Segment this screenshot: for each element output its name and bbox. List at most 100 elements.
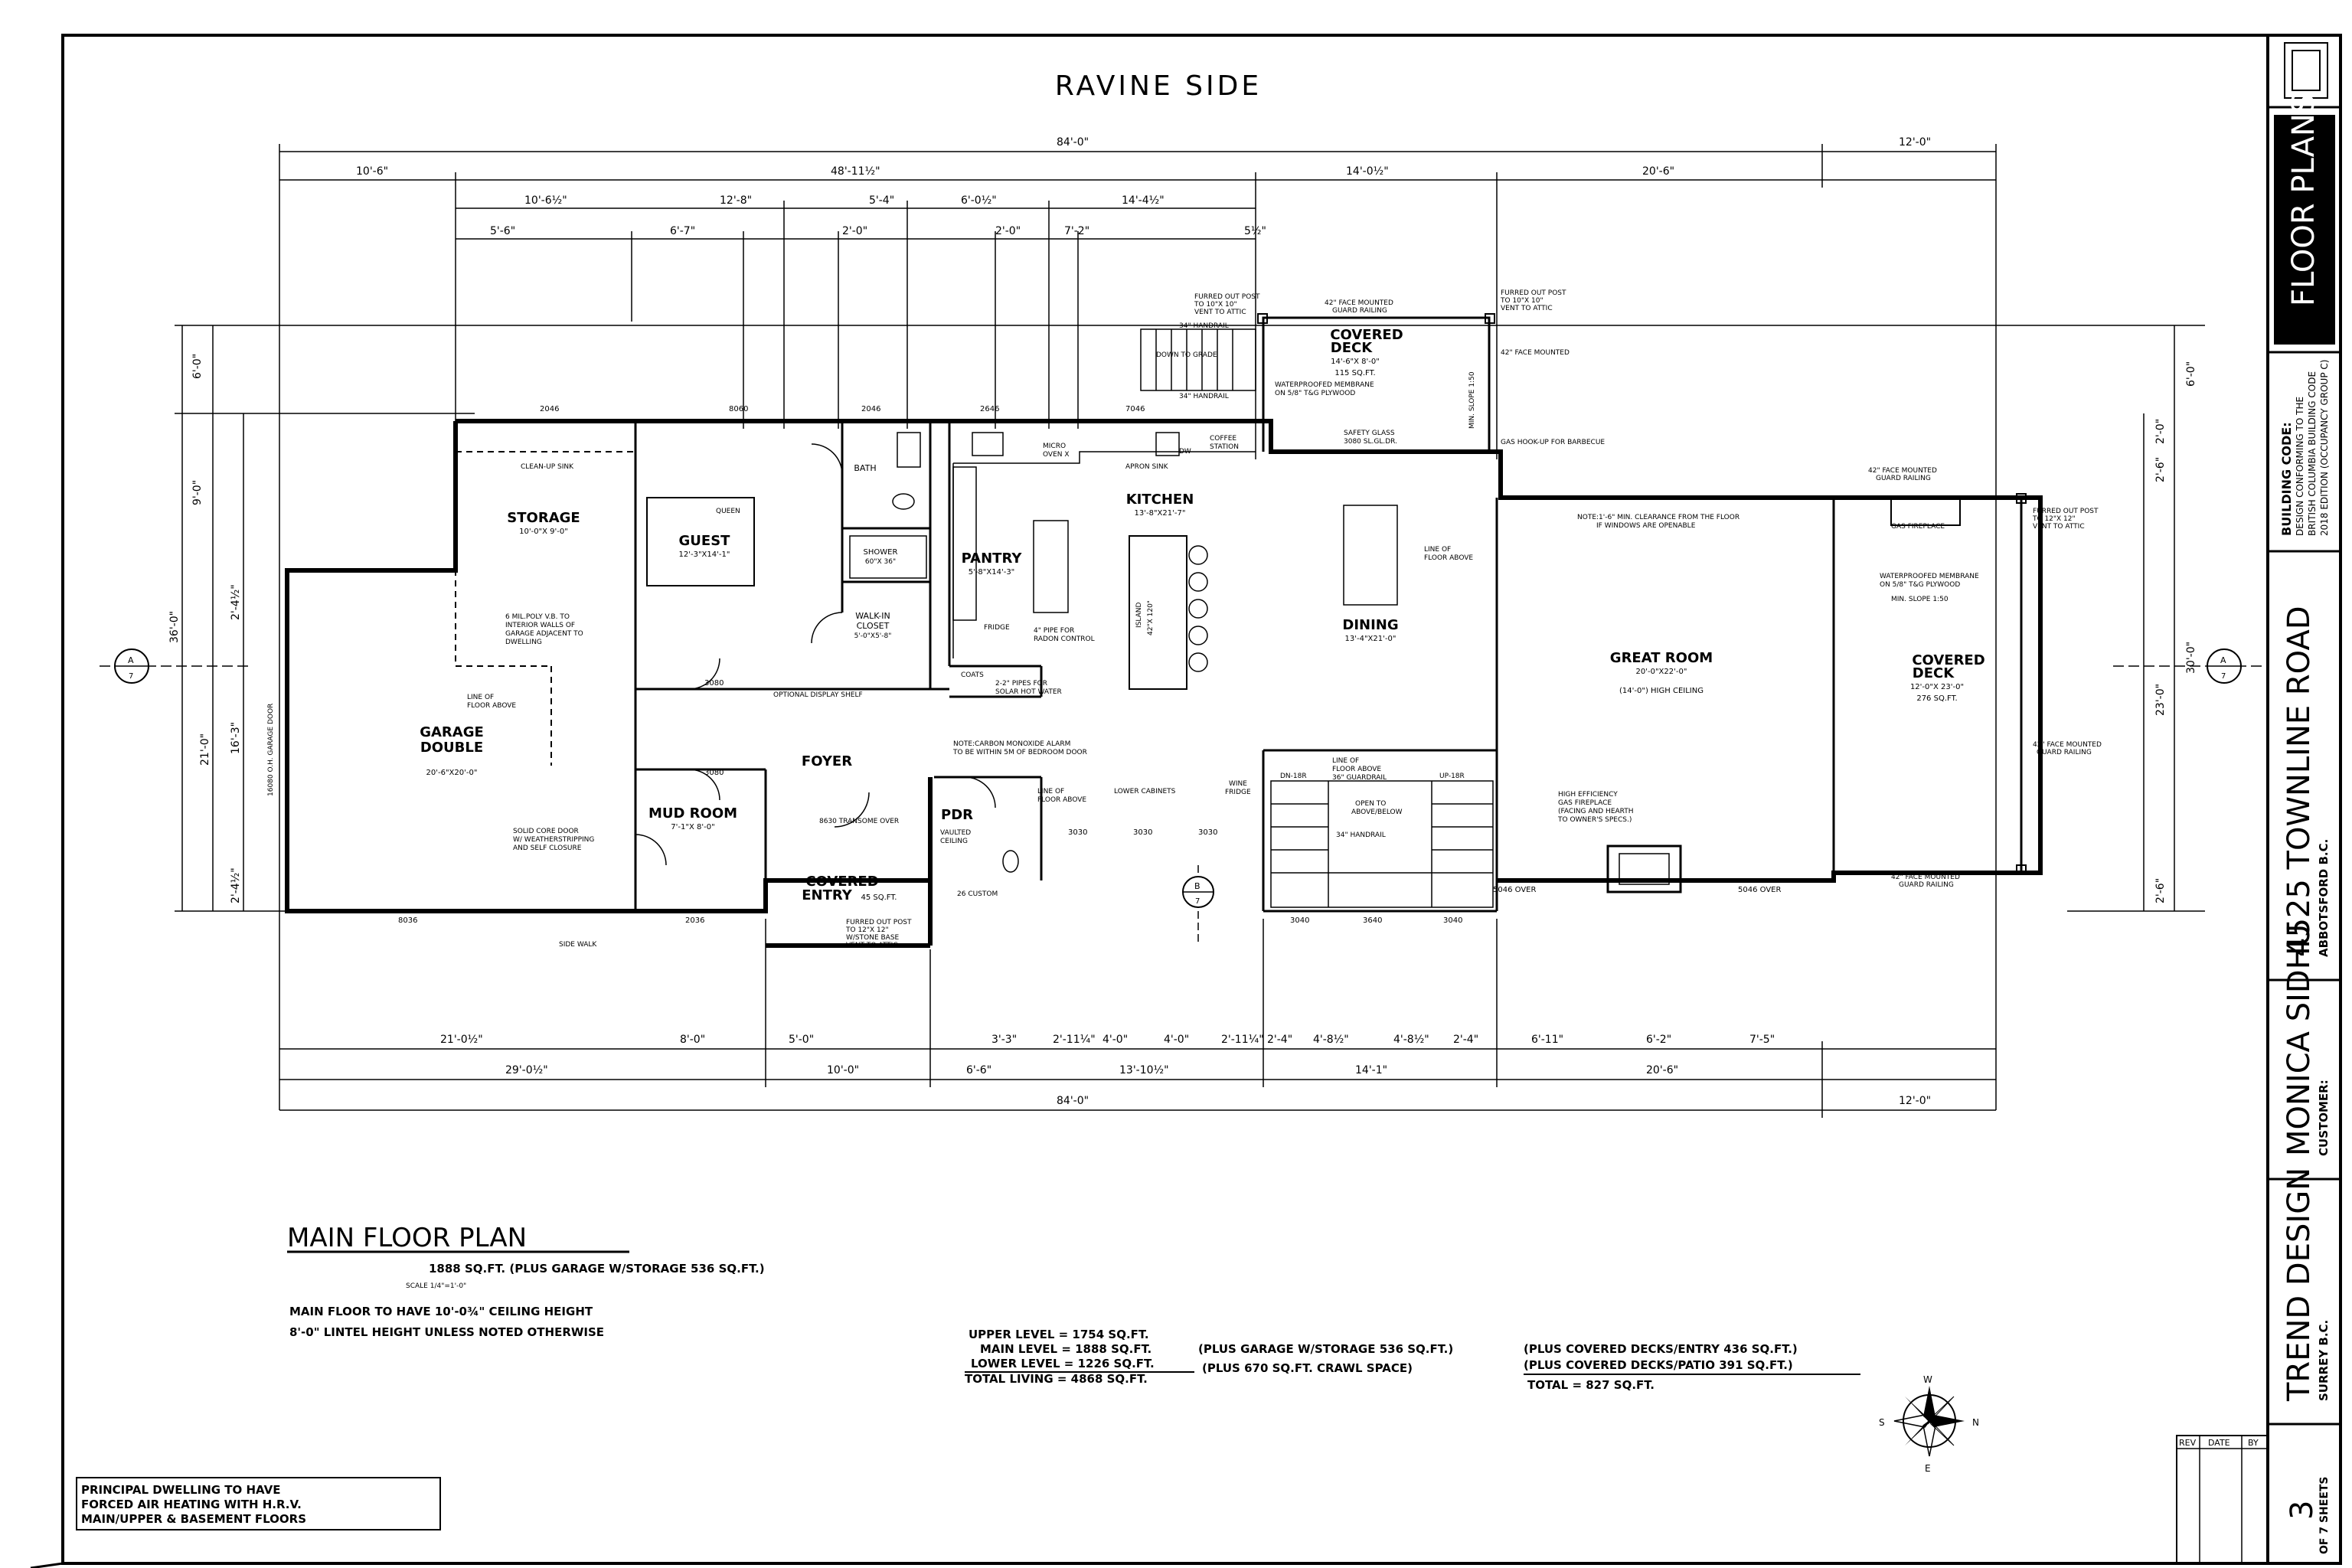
ceiling-note: MAIN FLOOR TO HAVE 10'-0¾" CEILING HEIGH… xyxy=(289,1305,593,1318)
room-dim: 12'-0"X 23'-0" xyxy=(1910,683,1964,691)
note: RADON CONTROL xyxy=(1034,635,1095,643)
dim: 10'-6" xyxy=(356,165,388,178)
note: W/STONE BASE xyxy=(846,934,900,942)
pdr-toilet xyxy=(1002,850,1019,873)
note: DN-18R xyxy=(1280,773,1307,780)
room-ceiling: (14'-0") HIGH CEILING xyxy=(1619,687,1704,695)
window-callouts: 2046 8060 2046 2646 7046 3080 3080 3030 … xyxy=(398,405,1781,925)
top-dimensions xyxy=(279,144,1997,1110)
note: NOTE:CARBON MONOXIDE ALARM xyxy=(953,740,1070,748)
room-kitchen: KITCHEN xyxy=(1126,492,1194,508)
note: LOWER CABINETS xyxy=(1114,788,1176,795)
room-entry: COVERED xyxy=(805,874,878,890)
dim: 9'-0" xyxy=(191,480,204,505)
storage-partition xyxy=(455,451,635,766)
note: GUARD RAILING xyxy=(1899,881,1954,889)
note: VENT TO ATTIC xyxy=(2033,523,2085,531)
note: SOLID CORE DOOR xyxy=(513,828,579,835)
room-deck-top-2: DECK xyxy=(1331,340,1373,356)
covered-deck-right xyxy=(1834,493,2027,875)
dim: 4'-8½" xyxy=(1393,1034,1429,1046)
note: 4" PIPE FOR xyxy=(1034,627,1074,635)
plan-scale: SCALE 1/4"=1'-0" xyxy=(406,1282,466,1290)
note: 8630 TRANSOME OVER xyxy=(819,818,899,825)
note: VAULTED xyxy=(940,829,971,837)
building-code-text: DESIGN CONFORMING TO THE xyxy=(2295,397,2305,536)
dim: 12'-8" xyxy=(720,194,752,207)
rev-header: REV xyxy=(2179,1438,2197,1448)
dim: 2'-6" xyxy=(2154,878,2167,903)
note: 34" HANDRAIL xyxy=(1336,831,1386,839)
note: OPEN TO xyxy=(1355,800,1386,808)
dim: 84'-0" xyxy=(1057,136,1089,149)
dim: 5'-4" xyxy=(869,194,894,207)
note: WINE xyxy=(1229,780,1247,788)
compass-w: W xyxy=(1923,1374,1932,1385)
window-tag: 8060 xyxy=(729,405,748,413)
dim: 12'-0" xyxy=(1899,136,1931,149)
dim: 21'-0½" xyxy=(440,1034,483,1046)
note: FLOOR ABOVE xyxy=(1037,796,1086,804)
fireplace xyxy=(1606,844,1682,893)
customer-name: MONICA SIDHU xyxy=(2282,924,2317,1156)
dim: 84'-0" xyxy=(1057,1095,1089,1107)
dim: 6'-0" xyxy=(2185,361,2197,387)
dim: 14'-0½" xyxy=(1346,165,1389,178)
room-dim: 5'-8"X14'-3" xyxy=(969,568,1015,577)
bar-stools xyxy=(1188,545,1208,672)
section-marker-right: A 7 xyxy=(2113,648,2266,684)
note: MIN. SLOPE 1:50 xyxy=(1468,371,1476,429)
room-area: 276 SQ.FT. xyxy=(1916,694,1957,703)
room-dim: 10'-0"X 9'-0" xyxy=(519,528,568,536)
note: NOTE:1'-6" MIN. CLEARANCE FROM THE FLOOR xyxy=(1577,514,1740,521)
firm-name: TREND DESIGN xyxy=(2282,1168,2317,1402)
dim: 3'-3" xyxy=(991,1034,1017,1046)
room-walkin: WALK-IN xyxy=(855,611,890,621)
window-tag: 2046 xyxy=(861,405,880,413)
note: TO 12"X 12" xyxy=(845,926,889,934)
covered-deck-top xyxy=(1257,313,1495,452)
room-dim: 20'-6"X20'-0" xyxy=(426,769,478,777)
note: APRON SINK xyxy=(1125,463,1169,471)
dim: 5'-6" xyxy=(490,225,515,237)
window-tag: 5046 OVER xyxy=(1738,886,1781,894)
decks-entry-area: (PLUS COVERED DECKS/ENTRY 436 SQ.FT.) xyxy=(1524,1342,1798,1356)
dim: 2'-4½" xyxy=(230,584,242,620)
line-of-floor-above xyxy=(1343,505,1398,606)
note: 36" GUARDRAIL xyxy=(1332,774,1387,782)
room-pdr: PDR xyxy=(941,807,973,823)
note: HIGH EFFICIENCY xyxy=(1558,791,1618,799)
lintel-note: 8'-0" LINTEL HEIGHT UNLESS NOTED OTHERWI… xyxy=(289,1325,604,1339)
room-dim: 60"X 36" xyxy=(865,558,896,566)
note: DOWN TO GRADE xyxy=(1156,351,1217,359)
section-sheet: 7 xyxy=(1195,897,1200,906)
building-code-label: BUILDING CODE: xyxy=(2279,422,2294,536)
note: FLOOR ABOVE xyxy=(1424,554,1473,562)
compass-e: E xyxy=(1925,1463,1931,1474)
note: DWELLING xyxy=(505,639,542,646)
title-block: FLOOR PLANS BUILDING CODE: DESIGN CONFOR… xyxy=(2266,35,2341,1563)
vanity xyxy=(897,432,921,468)
sheet-count: OF 7 SHEETS xyxy=(2318,1476,2331,1554)
dim: 5'-0" xyxy=(789,1034,814,1046)
room-dining: DINING xyxy=(1342,617,1398,633)
top-dimension-text: 84'-0" 12'-0" 10'-6" 48'-11½" 14'-0½" 20… xyxy=(356,136,1931,237)
note: TO 10"X 10" xyxy=(1194,301,1237,309)
note: OVEN X xyxy=(1043,451,1070,459)
room-dim: 7'-1"X 8'-0" xyxy=(671,823,714,831)
room-dim: 12'-3"X14'-1" xyxy=(679,550,730,559)
window-tag: 3040 xyxy=(1290,916,1309,925)
dim: 6'-7" xyxy=(670,225,695,237)
north-arrow: N E S W xyxy=(1879,1374,1979,1474)
note: 42" FACE MOUNTED xyxy=(1501,349,1570,357)
room-shower: SHOWER xyxy=(864,548,898,557)
lower-area: LOWER LEVEL = 1226 SQ.FT. xyxy=(971,1357,1155,1370)
note: LINE OF xyxy=(1424,546,1451,554)
dim: 2'-0" xyxy=(2154,419,2167,444)
note: COFFEE xyxy=(1210,435,1236,443)
room-dim: 5'-0"X5'-8" xyxy=(854,632,892,640)
dim: 36'-0" xyxy=(168,611,181,643)
note: FURRED OUT POST xyxy=(1501,289,1566,297)
room-area: 115 SQ.FT. xyxy=(1334,369,1375,377)
